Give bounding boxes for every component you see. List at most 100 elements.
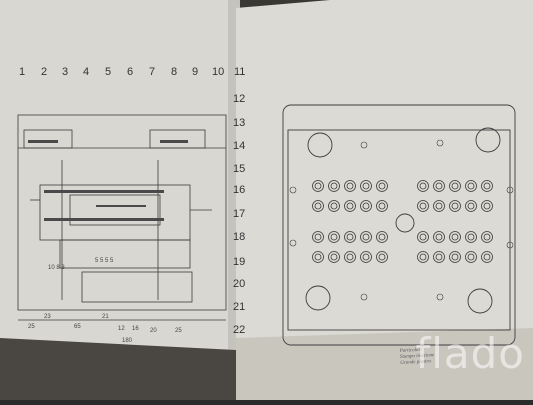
cavity-circle [433, 180, 445, 192]
cavity-circle [417, 231, 429, 243]
cavity-inner [419, 253, 427, 261]
cavity-inner [362, 233, 370, 241]
cavity-circle [360, 200, 372, 212]
scale-13: 13 [233, 117, 246, 129]
cavity-circle [344, 231, 356, 243]
cavity-inner [362, 182, 370, 190]
cavity-inner [419, 182, 427, 190]
cavity-inner [362, 202, 370, 210]
cavity-circle [376, 200, 388, 212]
cavity-circle [328, 200, 340, 212]
cavity-circle [465, 180, 477, 192]
cavity-circle [344, 180, 356, 192]
cavity-inner [451, 253, 459, 261]
cavity-circle [360, 180, 372, 192]
dim-bottom-2: 23 [44, 314, 51, 320]
cavity-circle [449, 180, 461, 192]
scale-6: 6 [127, 66, 134, 78]
cavity-circle [433, 231, 445, 243]
cavity-circle [449, 251, 461, 263]
cavity-inner [483, 253, 491, 261]
cavity-inner [451, 233, 459, 241]
cavity-inner [378, 202, 386, 210]
cavity-inner [330, 233, 338, 241]
scale-20: 20 [233, 278, 246, 290]
dim-bottom-6: 16 [132, 326, 139, 332]
cavity-inner [330, 253, 338, 261]
scale-10: 10 [212, 66, 225, 78]
cavity-inner [314, 202, 322, 210]
cavity-circle [376, 231, 388, 243]
cavity-inner [346, 202, 354, 210]
dim-bottom-5: 12 [118, 326, 125, 332]
cavity-inner [330, 202, 338, 210]
cavity-circle [449, 231, 461, 243]
cavity-inner [435, 182, 443, 190]
cavity-circle [465, 251, 477, 263]
dim-bottom-7: 20 [150, 328, 157, 334]
watermark: flado [415, 329, 525, 378]
cavity-inner [451, 202, 459, 210]
cavity-inner [346, 233, 354, 241]
cavity-inner [346, 253, 354, 261]
cavity-circle [328, 180, 340, 192]
scale-19: 19 [233, 256, 246, 268]
cavity-circle [376, 180, 388, 192]
cavity-circle [465, 200, 477, 212]
cavity-circle [312, 200, 324, 212]
cavity-circle [312, 251, 324, 263]
cavity-inner [451, 182, 459, 190]
cavity-inner [314, 233, 322, 241]
cavity-circle [449, 200, 461, 212]
cavity-circle [360, 251, 372, 263]
cavity-circle [481, 200, 493, 212]
cavity-inner [467, 253, 475, 261]
cavity-circle [344, 200, 356, 212]
cavity-inner [435, 233, 443, 241]
cavity-circle [481, 251, 493, 263]
cavity-inner [467, 233, 475, 241]
cavity-inner [467, 202, 475, 210]
cavity-circle [312, 180, 324, 192]
cavity-inner [378, 182, 386, 190]
scale-21: 21 [233, 301, 246, 313]
scale-14: 14 [233, 140, 246, 152]
scale-16: 16 [233, 184, 246, 196]
cavity-circle [481, 180, 493, 192]
cavity-inner [435, 202, 443, 210]
cavity-circle [417, 180, 429, 192]
cavity-inner [362, 253, 370, 261]
scale-2: 2 [41, 66, 48, 78]
scale-3: 3 [62, 66, 69, 78]
scale-7: 7 [149, 66, 156, 78]
cavity-circle [328, 251, 340, 263]
cavity-inner [346, 182, 354, 190]
scale-8: 8 [171, 66, 178, 78]
cavity-circle [433, 200, 445, 212]
cavity-inner [378, 233, 386, 241]
cavity-inner [483, 182, 491, 190]
dim-bottom-4: 21 [102, 314, 109, 320]
cavity-circle [360, 231, 372, 243]
cavity-circle [312, 231, 324, 243]
scale-12: 12 [233, 93, 246, 105]
scale-11: 11 [234, 66, 246, 78]
cavity-circle [328, 231, 340, 243]
dim-bottom-3: 65 [74, 324, 81, 330]
dim-total: 180 [122, 338, 133, 344]
cavity-circle [417, 251, 429, 263]
scale-5: 5 [105, 66, 112, 78]
scale-15: 15 [233, 163, 246, 175]
cavity-inner [330, 182, 338, 190]
scale-9: 9 [192, 66, 199, 78]
scale-1: 1 [19, 66, 26, 78]
cavity-inner [467, 182, 475, 190]
cavity-circle [417, 200, 429, 212]
cavity-inner [419, 233, 427, 241]
dim-mid-left: 10 8 3 [48, 265, 65, 271]
cavity-inner [435, 253, 443, 261]
cavity-circle [465, 231, 477, 243]
dim-mid-center: 5 5 5 5 [95, 258, 114, 264]
